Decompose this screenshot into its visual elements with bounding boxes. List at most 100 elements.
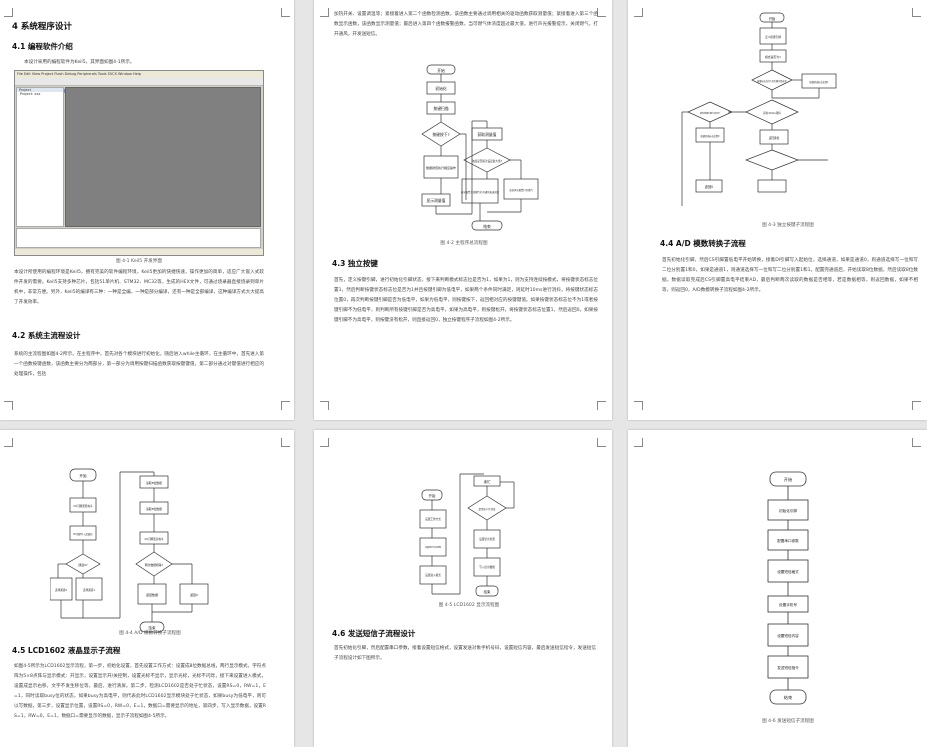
crop-mark [320, 8, 329, 17]
flow-start: 开始 [769, 16, 776, 21]
flow-init-pin: 定义按键引脚 [765, 35, 781, 39]
heading-4-4: 4.4 A/D 模数转换子流程 [660, 239, 746, 248]
main-flowchart: 开始 初始化 按键扫描 按键按下? 根据键值执行相应操作 显示测量值 获取测量值… [421, 64, 539, 231]
crop-mark [634, 401, 643, 410]
crop-mark [597, 8, 606, 17]
flow-return-data: 返回数据 [146, 592, 158, 597]
flow-mode: 模式是否为1 [765, 55, 781, 59]
figure-caption-4-3: 图 4-3 独立按键子流程图 [762, 223, 814, 228]
heading-4-5: 4.5 LCD1602 液晶显示子流程 [12, 646, 121, 655]
project-tree-item: Project: xxx [20, 92, 41, 96]
crop-mark [320, 438, 329, 447]
paragraph-4-2: 系统的主流程图如图4-2所示。在主程序中，首先对各个模块进行初始化，随后进入wh… [14, 352, 264, 377]
flow-send-command: 发送短信指令 [777, 665, 799, 670]
flow-check-flag: 按键标志位为1且引脚为低电平 [757, 79, 788, 83]
keil-screenshot: File Edit View Project Flash Debug Perip… [14, 70, 264, 256]
heading-chapter-4: 4 系统程序设计 [12, 22, 72, 32]
flow-start: 开始 [784, 476, 793, 483]
paragraph-4-3: 首先，定义按键引脚，进行初始化引脚状态，接下来判断模式标志位是否为1，如果为1，… [334, 278, 598, 323]
flow-start: 开始 [437, 68, 445, 73]
flow-uart-config: 配置串口参数 [777, 538, 799, 543]
document-page-1: 4 系统程序设计 4.1 编程软件介绍 本设计采用的编程软件为Keil5，其界面… [0, 0, 294, 420]
flow-sms-content: 设置短信内容 [777, 633, 799, 638]
ide-project-panel: Project Project: xxx [16, 87, 64, 227]
flow-cs-low: CS引脚置低电平 [73, 504, 92, 508]
sms-flowchart: 开始 初始化引脚 配置串口参数 设置短信格式 设置手机号 设置短信内容 发送短信… [767, 471, 809, 705]
ide-statusbar [15, 249, 263, 255]
paragraph-intro: 本设计采用的编程软件为Keil5，其界面如图4-1所示。 [24, 60, 135, 65]
flow-equal: 两次数据相等? [145, 563, 164, 567]
flow-end: 结束 [483, 224, 491, 229]
flow-display: 显示测量值 [427, 198, 446, 203]
flow-display-ctrl: 设置显示开关控制 [425, 545, 441, 549]
heading-4-6: 4.6 发送短信子流程设计 [332, 629, 416, 638]
crop-mark [597, 401, 606, 410]
flow-set-flag: 按键状态标志位置1 [810, 80, 829, 84]
ide-editor-area [65, 87, 261, 227]
flow-key-pressed: 按键按下? [432, 132, 449, 137]
project-panel-title: Project [17, 88, 63, 92]
paragraph-4-5: 如图4-5所示为LCD1602显示流程，第一步，初始化设置，首先设置工作方式：设… [14, 664, 266, 719]
flow-return-zero: 返回0 [190, 592, 198, 597]
crop-mark [281, 8, 290, 17]
flow-busy-check: 是否处于忙状态 [479, 507, 496, 511]
flow-read-2: 读取8位数据 [146, 507, 162, 511]
key-flowchart: 开始 定义按键引脚 模式是否为1 按键标志位为1且引脚为低电平 按键状态标志位置… [681, 12, 837, 206]
flow-start: 开始 [79, 473, 87, 478]
lcd-flowchart: 开始 设置工作方式 设置显示开关控制 设置进入模式 读忙 是否处于忙状态 设置显… [419, 473, 515, 597]
flow-di-start: DI引脚写入起始位 [73, 532, 93, 536]
flow-return-zero: 返回0 [705, 184, 713, 189]
flow-key-scan: 按键扫描 [433, 106, 448, 111]
paragraph-4-6: 首先初始化引脚，然后配置串口参数，接着设置短信格式，设置发送对象手机号码，设置短… [334, 646, 596, 661]
document-page-5: 开始 设置工作方式 设置显示开关控制 设置进入模式 读忙 是否处于忙状态 设置显… [314, 430, 612, 747]
document-page-2: 加热开关、设置调温等；紧接着进入第二个函数检测函数，该函数主要通过调用相关的驱动… [314, 0, 612, 420]
ide-output-panel [16, 228, 261, 248]
flow-end: 结束 [784, 694, 793, 701]
flow-end: 结束 [484, 589, 491, 594]
flow-init: 初始化 [435, 86, 447, 91]
ide-toolbar [15, 78, 263, 93]
crop-mark [281, 401, 290, 410]
crop-mark [912, 438, 921, 447]
heading-4-2: 4.2 系统主流程设计 [12, 331, 81, 340]
flow-read-1: 读取8位数据 [146, 481, 162, 485]
flow-ch1: 选择通道1 [83, 588, 95, 592]
flow-channel: 通道0? [78, 562, 88, 567]
flow-alarm: 声光报警关闭燃气打开通风发送短信 [461, 190, 500, 194]
flow-phone-number: 设置手机号 [779, 602, 797, 607]
paragraph-main-flow: 加热开关、设置调温等；紧接着进入第二个函数检测函数，该函数主要通过调用相关的驱动… [334, 12, 598, 37]
crop-mark [4, 8, 13, 17]
flow-ch0: 选择通道0 [55, 588, 67, 592]
crop-mark [912, 401, 921, 410]
flow-write-data: 写入显示数据 [479, 565, 495, 569]
paragraph-keil: 本设计所使用的编程环境是Keil5，拥有完美的软件编程环境，Keil5更加的快捷… [14, 270, 264, 305]
flow-end: 结束 [148, 625, 156, 630]
figure-caption-4-5: 图 4-5 LCD1602 显示流程图 [438, 603, 500, 608]
flow-entry-mode: 设置进入模式 [425, 573, 441, 577]
ide-menubar: File Edit View Project Flash Debug Perip… [15, 71, 263, 78]
flow-work-mode: 设置工作方式 [425, 517, 441, 521]
flow-return-key: 返回键值 [769, 136, 780, 140]
document-page-4: 开始 CS引脚置低电平 DI引脚写入起始位 通道0? 选择通道0 选择通道1 读… [0, 430, 294, 747]
crop-mark [912, 8, 921, 17]
document-page-3: 开始 定义按键引脚 模式是否为1 按键标志位为1且引脚为低电平 按键状态标志位置… [628, 0, 927, 420]
document-page-6: 开始 初始化引脚 配置串口参数 设置短信格式 设置手机号 设置短信内容 发送短信… [628, 430, 927, 747]
flow-cs-high: CS引脚置高电平 [144, 537, 163, 541]
paragraph-4-4: 首先初始化引脚，然后CS引脚置低电平开始转换，接着DI引脚写入起始位，选择通道，… [662, 258, 918, 293]
crop-mark [281, 438, 290, 447]
flow-high-level: 所有按键引脚为高电平 [700, 111, 720, 115]
crop-mark [4, 438, 13, 447]
flow-sms-format: 设置短信格式 [777, 569, 799, 574]
flow-init-pin: 初始化引脚 [779, 508, 797, 513]
figure-caption-4-1: 图 4-1 Keil5 开发界面 [116, 259, 162, 264]
flow-set-address: 设置显示位置 [479, 537, 495, 541]
flow-busy-read: 读忙 [484, 479, 491, 484]
flow-normal: 关闭声光报警打开燃气 [509, 188, 534, 192]
flow-key-handle: 根据键值执行相应操作 [426, 165, 456, 170]
adc-flowchart: 开始 CS引脚置低电平 DI引脚写入起始位 通道0? 选择通道0 选择通道1 读… [50, 468, 209, 633]
crop-mark [634, 8, 643, 17]
flow-delay: 延时10ms消抖 [763, 111, 781, 115]
crop-mark [320, 401, 329, 410]
heading-4-1: 4.1 编程软件介绍 [12, 42, 73, 51]
crop-mark [634, 438, 643, 447]
